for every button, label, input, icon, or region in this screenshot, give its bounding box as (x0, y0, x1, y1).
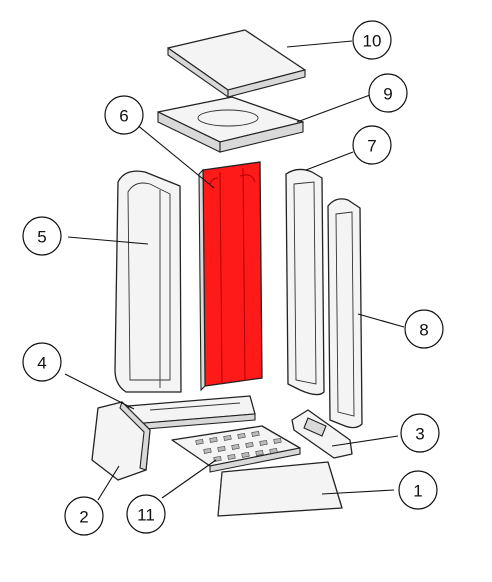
callout-label: 6 (119, 107, 128, 126)
part-grate (171, 425, 301, 473)
callout-label: 5 (37, 228, 46, 247)
back-panel-face (202, 161, 263, 387)
callout-label: 10 (363, 32, 382, 51)
callouts: 1 2 3 4 5 6 7 8 9 10 11 (22, 20, 444, 536)
part-top-plate (167, 29, 306, 99)
leader-lines (64, 40, 405, 501)
callout-label: 8 (419, 321, 428, 340)
callout-label: 1 (413, 482, 422, 501)
callout-1: 1 (398, 470, 438, 510)
callout-9: 9 (368, 73, 408, 113)
callout-6: 6 (104, 95, 144, 135)
part-base-front-brick (217, 461, 343, 517)
callout-label: 9 (383, 85, 392, 104)
callout-circle (404, 309, 444, 349)
callout-label: 4 (37, 354, 46, 373)
callout-circle (368, 73, 408, 113)
part-right-front-block (291, 409, 353, 459)
callout-circle (64, 496, 104, 536)
callout-circle (22, 216, 62, 256)
callout-3: 3 (400, 413, 440, 453)
callout-circle (400, 413, 440, 453)
part-ring-plate (157, 96, 304, 153)
callout-4: 4 (22, 342, 62, 382)
callout-11: 11 (126, 494, 166, 534)
part-left-side-panel (114, 170, 182, 393)
callout-8: 8 (404, 309, 444, 349)
callout-label: 3 (415, 425, 424, 444)
part-left-front-block (91, 400, 151, 481)
callout-circle (352, 20, 392, 60)
part-back-panel (198, 161, 263, 392)
callout-circle (22, 342, 62, 382)
part-front-bar (127, 395, 256, 431)
callout-circle (104, 95, 144, 135)
callout-label: 7 (367, 137, 376, 156)
callout-7: 7 (352, 125, 392, 165)
callout-10: 10 (352, 20, 392, 60)
callout-circle (352, 125, 392, 165)
callout-label: 2 (79, 508, 88, 527)
part-right-side-panel (285, 168, 325, 396)
callout-5: 5 (22, 216, 62, 256)
callout-circle (126, 494, 166, 534)
callout-2: 2 (64, 496, 104, 536)
part-right-outer-panel (327, 198, 363, 429)
callout-label: 11 (137, 506, 155, 525)
callout-circle (398, 470, 438, 510)
